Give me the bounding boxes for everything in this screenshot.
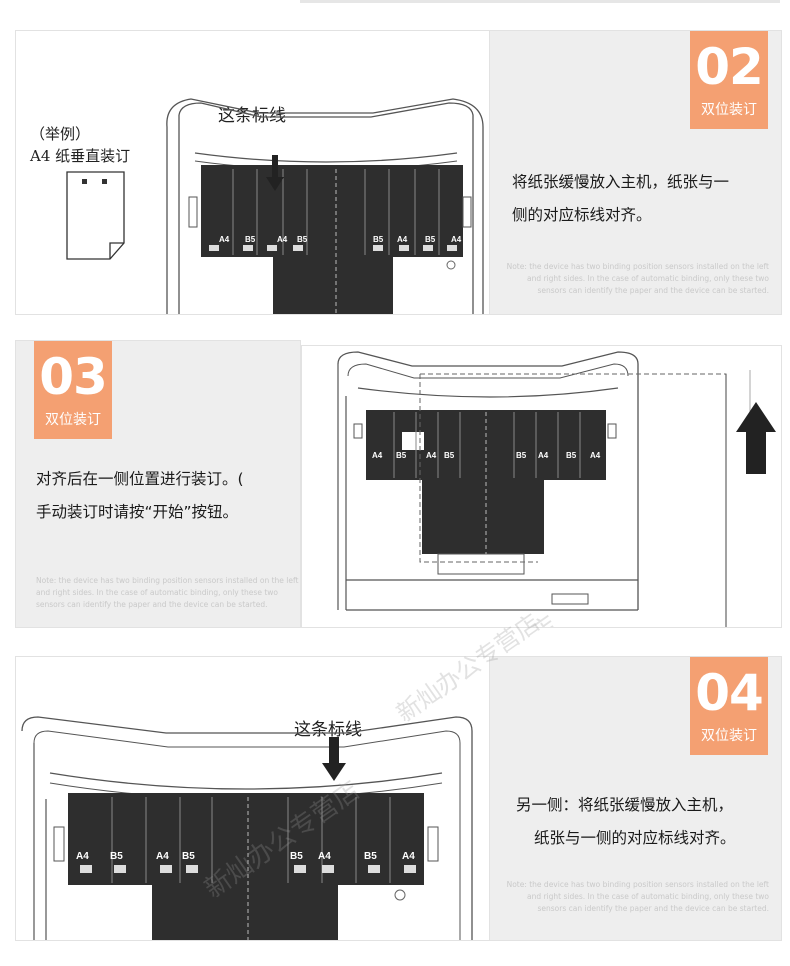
arrow-down-icon	[266, 155, 284, 191]
paper-icon	[66, 171, 125, 260]
slot-label: A4	[318, 851, 331, 862]
step-badge-label: 双位装订	[701, 102, 757, 118]
binder-top-view-04: A4 B5 A4 B5 B5 A4 B5 A4	[21, 716, 473, 940]
slot-label: B5	[566, 451, 577, 460]
slot-label: A4	[76, 851, 89, 862]
sensor-note: Note: the device has two binding positio…	[506, 262, 769, 295]
step-03-badge: 03 双位装订	[34, 341, 112, 439]
step-number: 03	[39, 348, 108, 406]
slot-label: A4	[372, 451, 383, 460]
slot-label: A4	[277, 235, 288, 244]
arrow-up-icon	[736, 402, 776, 474]
binder-insert-view-03: A4 B5 A4 B5 B5 A4 B5 A4	[337, 351, 776, 627]
step-description: 对齐后在一侧位置进行装订。( 手动装订时请按“开始”按钮。	[36, 470, 244, 521]
step-04-illustration-panel: 这条标线 A4 B5 A4 B5 B5 A4 B5 A4	[15, 656, 490, 941]
slot-label: B5	[182, 851, 195, 862]
step-description: 将纸张缓慢放入主机，纸张与一 侧的对应标线对齐。	[512, 173, 730, 224]
step-description: 另一侧：将纸张缓慢放入主机， 纸张与一侧的对应标线对齐。	[516, 796, 736, 847]
step-02-text-panel: 02 双位装订 将纸张缓慢放入主机，纸张与一 侧的对应标线对齐。 Note: t…	[490, 30, 782, 315]
step-03-illustration-panel: A4 B5 A4 B5 B5 A4 B5 A4 新灿办公专营店	[301, 345, 782, 628]
step-number: 04	[695, 664, 764, 722]
top-divider	[300, 0, 780, 3]
slot-label: A4	[397, 235, 408, 244]
slot-label: B5	[364, 851, 377, 862]
arrow-down-icon	[322, 737, 346, 781]
slot-label: A4	[451, 235, 462, 244]
example-desc: A4 纸垂直装订	[30, 147, 131, 165]
slot-label: A4	[219, 235, 230, 244]
step-02-badge: 02 双位装订	[690, 31, 768, 129]
sensor-note: Note: the device has two binding positio…	[36, 576, 299, 609]
step-02-illustration-panel: （举例） A4 纸垂直装订 这条标线	[15, 30, 490, 315]
slot-label: B5	[444, 451, 455, 460]
slot-label: A4	[590, 451, 601, 460]
slot-label: B5	[516, 451, 527, 460]
slot-label: A4	[426, 451, 437, 460]
slot-label: A4	[156, 851, 169, 862]
mark-label: 这条标线	[294, 720, 362, 740]
binder-top-view-02: A4 B5 A4 B5 B5 A4 B5 A4	[166, 98, 484, 314]
step-03-text-panel: 03 双位装订 对齐后在一侧位置进行装订。( 手动装订时请按“开始”按钮。 No…	[15, 340, 301, 628]
step-badge-label: 双位装订	[45, 412, 101, 428]
slot-label: B5	[245, 235, 256, 244]
slot-label: B5	[425, 235, 436, 244]
step-number: 02	[695, 38, 764, 96]
step-04-text-panel: 04 双位装订 另一侧：将纸张缓慢放入主机， 纸张与一侧的对应标线对齐。 Not…	[490, 656, 782, 941]
slot-label: B5	[297, 235, 308, 244]
sensor-note: Note: the device has two binding positio…	[506, 880, 769, 913]
example-label: （举例）	[30, 125, 91, 143]
step-04-badge: 04 双位装订	[690, 657, 768, 755]
slot-label: B5	[290, 851, 303, 862]
slot-label: B5	[396, 451, 407, 460]
step-badge-label: 双位装订	[701, 728, 757, 744]
slot-label: A4	[538, 451, 549, 460]
slot-label: B5	[373, 235, 384, 244]
slot-label: A4	[402, 851, 415, 862]
slot-label: B5	[110, 851, 123, 862]
